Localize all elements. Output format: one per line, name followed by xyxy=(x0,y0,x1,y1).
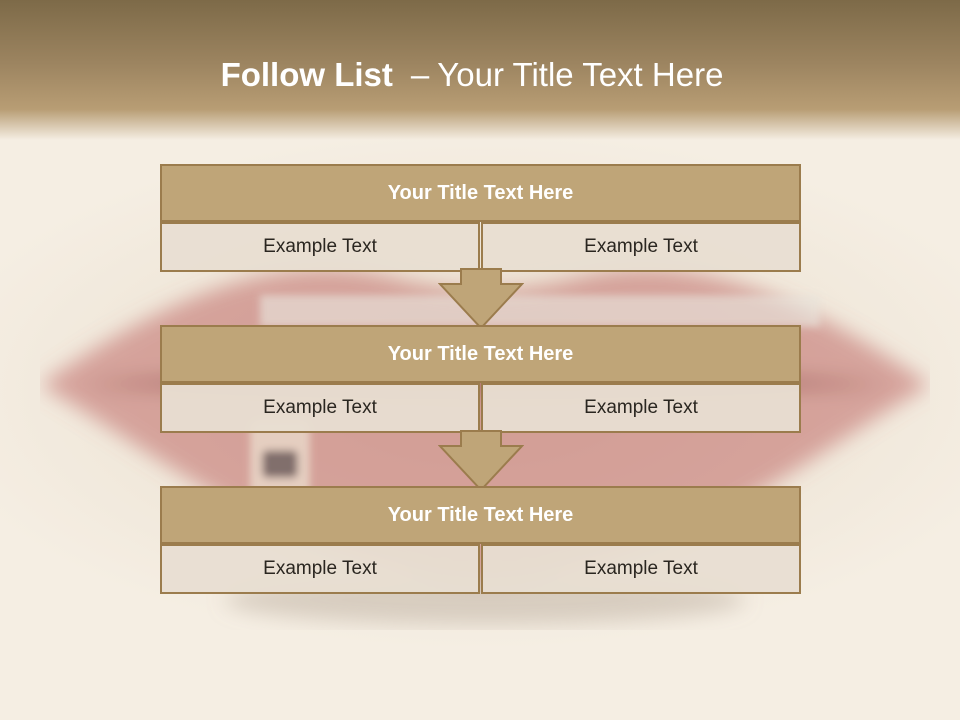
step-title[interactable]: Your Title Text Here xyxy=(160,325,801,383)
slide-title-rest: Your Title Text Here xyxy=(437,56,724,93)
step-left-text[interactable]: Example Text xyxy=(160,222,480,272)
down-arrow-icon xyxy=(438,430,524,492)
step-left-text[interactable]: Example Text xyxy=(160,544,480,594)
step-title[interactable]: Your Title Text Here xyxy=(160,164,801,222)
step-right-text[interactable]: Example Text xyxy=(481,222,801,272)
step-title[interactable]: Your Title Text Here xyxy=(160,486,801,544)
step-box-3: Your Title Text Here Example Text Exampl… xyxy=(160,486,801,594)
title-band xyxy=(0,0,960,140)
slide-title-bold: Follow List xyxy=(220,56,393,93)
step-box-2: Your Title Text Here Example Text Exampl… xyxy=(160,325,801,433)
step-right-text[interactable]: Example Text xyxy=(481,544,801,594)
step-right-text[interactable]: Example Text xyxy=(481,383,801,433)
slide-title-dash: – xyxy=(410,56,430,93)
step-left-text[interactable]: Example Text xyxy=(160,383,480,433)
slide-title: Follow List–Your Title Text Here xyxy=(0,56,944,94)
down-arrow-icon xyxy=(438,268,524,330)
step-box-1: Your Title Text Here Example Text Exampl… xyxy=(160,164,801,272)
